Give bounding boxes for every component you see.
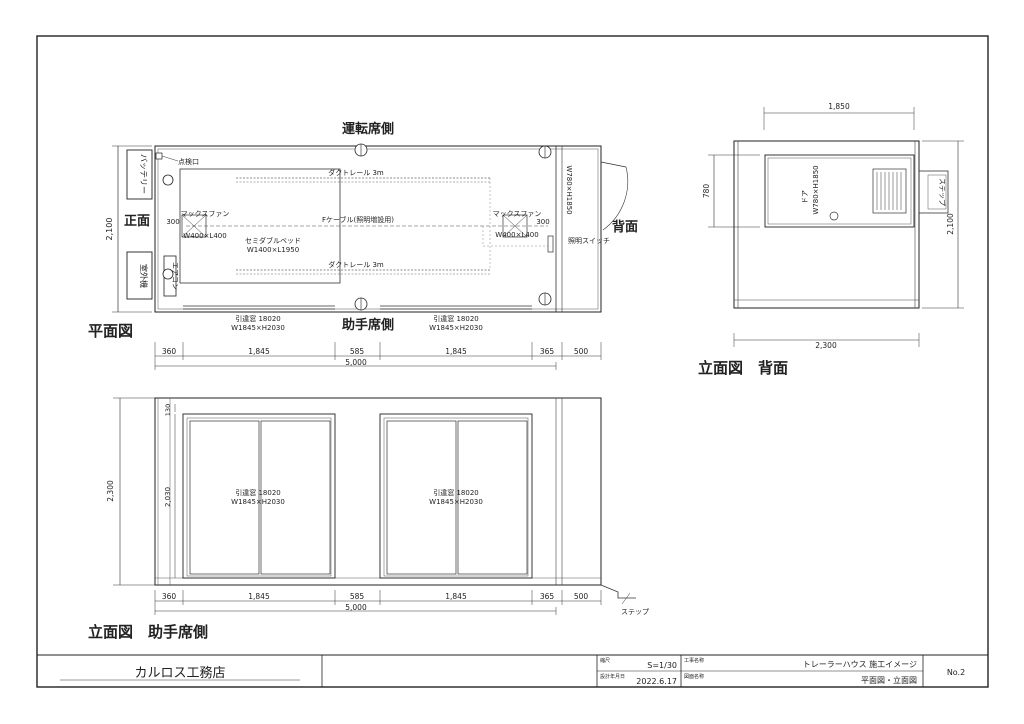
fan-front-offset: 300 [166,218,179,226]
side-height-dim: 2,300 [106,480,115,502]
plan-height-dim: 2,100 [105,218,114,241]
louver-vent [872,168,907,214]
side-window-left [182,413,336,579]
side-dim-4: 1,845 [445,592,467,601]
plan-dim-1: 360 [162,347,177,356]
bed-size: W1400×L1950 [247,246,299,254]
plan-view: 運転席側 助手席側 正面 背面 平面図 2,100 バッテリー 室外機 エアコン… [88,121,638,370]
plan-driver-side-label: 運転席側 [342,121,394,137]
title-block: カルロス工務店 縮尺 S=1/30 設計年月日 2022.6.17 工事名称 ト… [37,654,988,687]
side-top-gap-dim: 130 [164,404,172,416]
max-fan-front-size: W400×L400 [183,232,226,240]
side-window-right-size: W1845×H2030 [429,498,483,506]
plan-passenger-side-label: 助手席側 [342,317,394,333]
light-switch-label: 照明スイッチ [568,237,610,245]
plan-dim-3: 585 [350,347,365,356]
side-dim-3: 585 [350,592,365,601]
plan-window-right-name: 引違窓 18020 [433,314,479,323]
project-label: 工事名称 [684,657,704,664]
plan-window-left-name: 引違窓 18020 [235,314,281,323]
side-title: 立面図 助手席側 [88,623,208,641]
project-name: トレーラーハウス 施工イメージ [803,659,917,669]
bed-name: セミダブルベッド [245,236,301,245]
plan-back-label: 背面 [612,219,638,235]
max-fan-rear-box [502,214,528,238]
fan-rear-offset: 300 [536,218,549,226]
plan-window-right-size: W1845×H2030 [429,324,483,332]
scale-value: S=1/30 [647,661,677,670]
rear-step [918,170,949,214]
plan-dim-6: 500 [574,347,589,356]
rear-left-dim: 780 [702,184,711,199]
rear-door-leaf [600,161,627,168]
side-dim-6: 500 [574,592,589,601]
max-fan-front-box [181,214,207,238]
plan-title: 平面図 [88,322,133,340]
drawing-number: No.2 [947,668,965,677]
plan-total-dim: 5,000 [345,358,367,367]
date-value: 2022.6.17 [636,677,677,686]
rear-door-size: W780×H1850 [812,165,820,214]
aircon-label: エアコン [171,262,179,290]
side-dim-5: 365 [540,592,555,601]
f-cable-label: Fケーブル(照明増設用) [322,215,394,224]
date-label: 設計年月日 [600,673,625,680]
max-fan-rear-label: マックスファン [493,210,542,218]
rear-door-size: W780×H1850 [565,165,573,214]
door-knob-icon [829,211,839,221]
max-fan-rear-size: W400×L400 [495,231,538,239]
plan-dim-4: 1,845 [445,347,467,356]
side-window-right [379,413,533,579]
rear-title: 立面図 背面 [698,359,788,377]
plan-body [154,145,602,313]
battery-box [126,149,153,200]
company-name: カルロス工務店 [134,666,225,681]
rear-right-dim: 2,100 [946,213,955,235]
outdoor-unit-box [126,251,153,300]
plan-front-label: 正面 [124,214,150,229]
light-switch [547,235,554,253]
side-dim-2: 1,845 [248,592,270,601]
plan-window-left-size: W1845×H2030 [231,324,285,332]
side-window-h-dim: 2,030 [164,487,172,507]
scale-label: 縮尺 [600,657,610,664]
rear-door-label: ドア [801,190,809,204]
side-dim-1: 360 [162,592,177,601]
max-fan-front-label: マックスファン [181,210,230,218]
inspection-label: 点検口 [178,157,199,166]
side-step [600,584,636,599]
side-body [154,397,602,586]
side-total-dim: 5,000 [345,603,367,612]
rear-top-dim: 1,850 [828,102,850,111]
drawing-label: 図面名称 [684,673,704,680]
drawing-name: 平面図・立面図 [861,675,917,685]
bed-outline [179,168,341,284]
rear-door [764,154,915,228]
side-window-left-name: 引違窓 18020 [235,488,281,497]
outdoor-unit-label: 室外機 [139,264,149,288]
duct-rail-bottom-label: ダクトレール 3m [328,260,384,269]
light-icon [162,268,174,280]
side-window-right-name: 引違窓 18020 [433,488,479,497]
sheet-border [36,35,989,688]
rear-body [733,140,920,309]
light-icon [162,174,174,186]
plan-dim-2: 1,845 [248,347,270,356]
battery-label: バッテリー [139,154,148,194]
rear-bottom-dim: 2,300 [815,341,837,350]
side-window-left-size: W1845×H2030 [231,498,285,506]
rear-step-label: ステップ [938,178,946,206]
side-elevation: 2,300 130 2,030 引違窓 18020 W1845×H2030 引違… [88,397,649,641]
plan-dim-5: 365 [540,347,555,356]
rear-elevation: 1,850 ドア W780×H1850 ステップ 780 2,100 [698,102,964,377]
side-step-label: ステップ [621,608,649,616]
duct-rail-top-label: ダクトレール 3m [328,168,384,177]
